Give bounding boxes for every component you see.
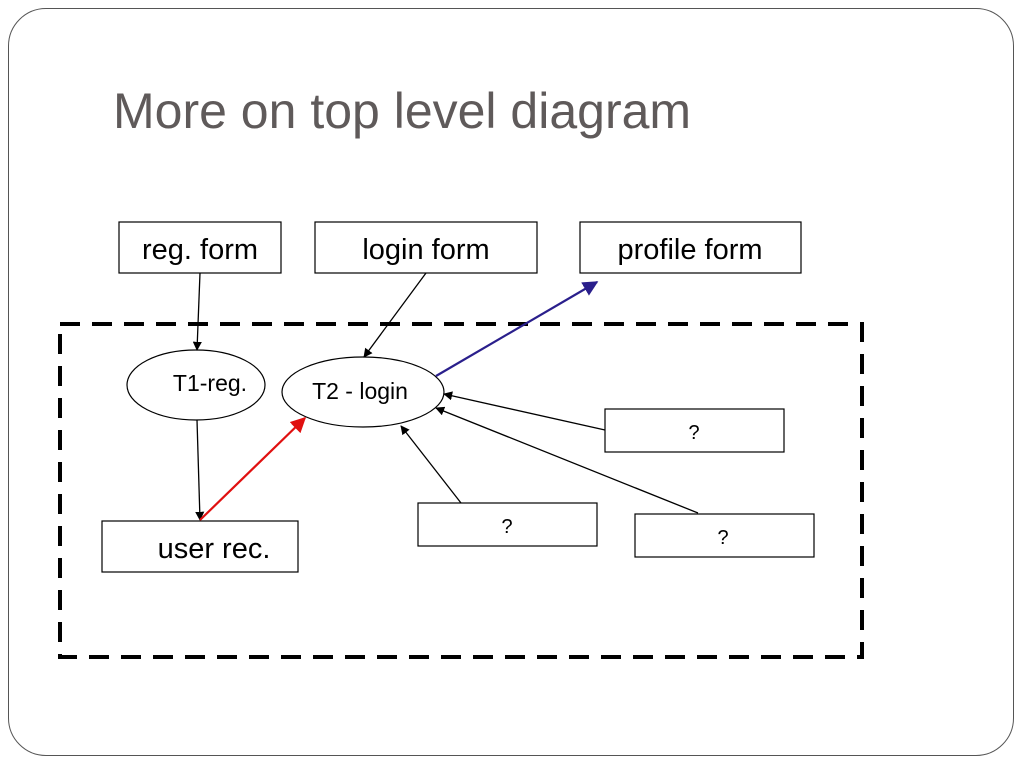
arrow-reg-form-to-t1 bbox=[192, 272, 202, 351]
system-boundary bbox=[58, 322, 864, 659]
arrow-t1-to-user-rec bbox=[195, 419, 205, 521]
profile-form-node[interactable]: profile form bbox=[579, 221, 802, 274]
arrow-unknown-3-to-t2 bbox=[435, 406, 699, 514]
unknown-box-3-label: ? bbox=[717, 527, 728, 549]
unknown-box-1[interactable]: ? bbox=[604, 408, 785, 453]
unknown-box-1-label: ? bbox=[688, 422, 699, 444]
t1-reg-node[interactable]: T1-reg. bbox=[126, 349, 266, 421]
t1-reg-label: T1-reg. bbox=[173, 370, 247, 396]
login-form-label: login form bbox=[362, 234, 489, 266]
login-form-node[interactable]: login form bbox=[314, 221, 538, 274]
arrow-unknown-1-to-t2 bbox=[443, 391, 606, 431]
t2-login-label: T2 - login bbox=[312, 378, 408, 404]
unknown-box-3[interactable]: ? bbox=[634, 513, 815, 558]
user-rec-node[interactable]: user rec. bbox=[101, 520, 299, 573]
unknown-box-2[interactable]: ? bbox=[417, 502, 598, 547]
arrow-t2-to-profile-form bbox=[435, 281, 599, 377]
t2-login-node[interactable]: T2 - login bbox=[281, 356, 445, 428]
arrow-login-form-to-t2 bbox=[363, 272, 427, 358]
arrow-unknown-2-to-t2 bbox=[400, 425, 462, 504]
reg-form-label: reg. form bbox=[142, 234, 258, 266]
user-rec-label: user rec. bbox=[158, 533, 271, 565]
arrow-user-rec-to-t2 bbox=[199, 416, 307, 521]
unknown-box-2-label: ? bbox=[501, 516, 512, 538]
reg-form-node[interactable]: reg. form bbox=[118, 221, 282, 274]
slide-title: More on top level diagram bbox=[113, 83, 692, 139]
profile-form-label: profile form bbox=[617, 234, 762, 266]
